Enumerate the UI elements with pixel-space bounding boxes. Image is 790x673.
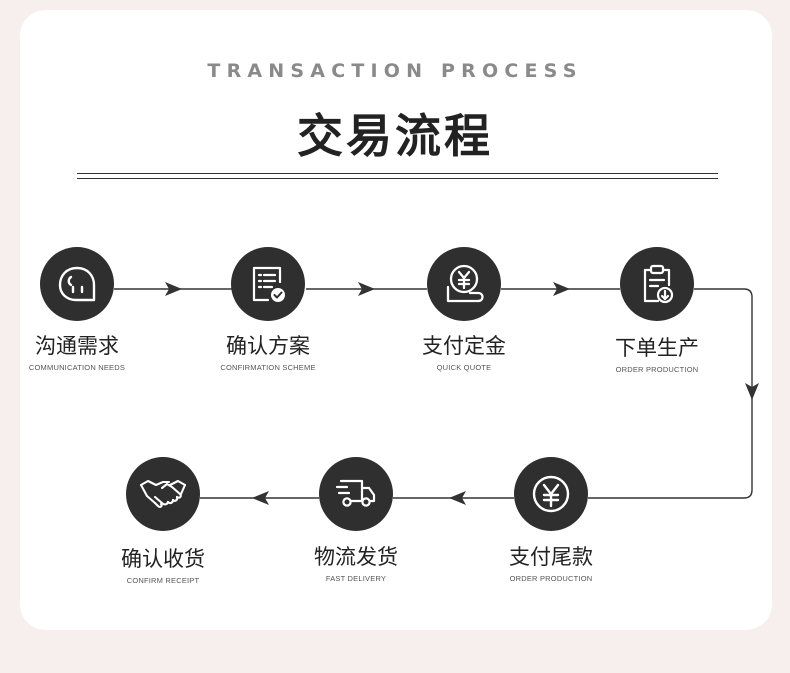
- step-5-label: 支付尾款 ORDER PRODUCTION: [461, 544, 641, 583]
- step-2-node: [231, 247, 305, 321]
- step-4-node: [620, 247, 694, 321]
- step-6-title: 物流发货: [314, 545, 398, 569]
- title-divider-bottom: [77, 178, 718, 179]
- connector-4-5: [588, 288, 759, 499]
- step-5-subtitle: ORDER PRODUCTION: [509, 574, 593, 583]
- step-5-title: 支付尾款: [509, 545, 593, 569]
- connector-6-7: [200, 491, 319, 505]
- yuan-circle-icon: [532, 475, 570, 513]
- step-2-title: 确认方案: [226, 334, 310, 358]
- step-3-subtitle: QUICK QUOTE: [436, 363, 492, 372]
- step-3-node: [427, 247, 501, 321]
- step-4-label: 下单生产 ORDER PRODUCTION: [567, 335, 747, 374]
- step-1-label: 沟通需求 COMMUNICATION NEEDS: [0, 333, 167, 372]
- connector-2-3: [306, 282, 427, 296]
- step-7-node: [126, 457, 200, 531]
- section-title: 交易流程: [297, 109, 493, 163]
- step-3-label: 支付定金 QUICK QUOTE: [374, 333, 554, 372]
- step-2-label: 确认方案 CONFIRMATION SCHEME: [178, 333, 358, 372]
- connector-5-6: [393, 491, 514, 505]
- content-card: [20, 10, 772, 630]
- delivery-truck-icon: [335, 479, 376, 507]
- step-6-node: [319, 457, 393, 531]
- step-3-title: 支付定金: [422, 334, 506, 358]
- step-2-subtitle: CONFIRMATION SCHEME: [220, 363, 316, 372]
- step-1-title: 沟通需求: [35, 334, 119, 358]
- section-subtitle: TRANSACTION PROCESS: [207, 60, 583, 82]
- step-1-subtitle: COMMUNICATION NEEDS: [28, 363, 126, 372]
- step-1-node: [40, 247, 114, 321]
- step-6-label: 物流发货 FAST DELIVERY: [266, 544, 446, 583]
- chat-bubble-icon: [58, 266, 96, 302]
- connector-3-4: [501, 282, 620, 296]
- step-7-subtitle: CONFIRM RECEIPT: [126, 576, 200, 585]
- step-5-node: [514, 457, 588, 531]
- step-6-subtitle: FAST DELIVERY: [325, 574, 387, 583]
- checklist-icon: [252, 266, 282, 302]
- handshake-icon: [139, 479, 187, 508]
- connector-1-2: [114, 282, 232, 296]
- yuan-coin-hand-icon: [446, 264, 484, 303]
- clipboard-download-icon: [643, 264, 674, 304]
- step-4-title: 下单生产: [615, 336, 699, 360]
- step-7-title: 确认收货: [121, 547, 205, 571]
- title-divider-top: [77, 173, 718, 174]
- step-7-label: 确认收货 CONFIRM RECEIPT: [73, 546, 253, 585]
- step-4-subtitle: ORDER PRODUCTION: [615, 365, 699, 374]
